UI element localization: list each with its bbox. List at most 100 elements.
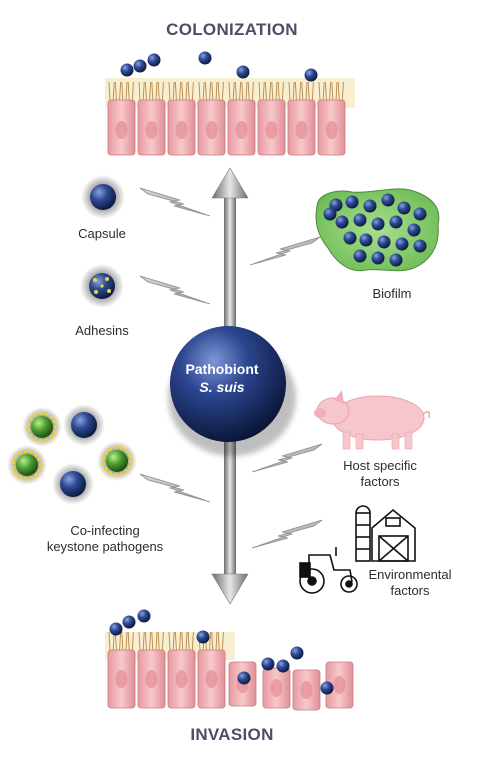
cilium: [239, 81, 242, 101]
cilium: [209, 631, 212, 651]
pathobiont-label: Pathobiont S. suis: [162, 360, 282, 396]
pathogen-spike: [44, 438, 49, 443]
lightning-bolt: [251, 519, 323, 549]
host-line2: factors: [360, 474, 400, 489]
cilium: [142, 631, 145, 651]
pathogen-spike: [103, 450, 108, 455]
tractor-icon: [299, 547, 358, 594]
pathogen-spike: [113, 445, 118, 450]
cilium: [151, 631, 154, 651]
pathobiont-line2: S. suis: [199, 379, 245, 395]
pathogen-spike: [39, 463, 43, 467]
cell-nucleus: [145, 121, 158, 139]
cell-nucleus: [115, 670, 128, 688]
cilium: [121, 631, 124, 651]
environmental-factors-label: Environmental factors: [352, 567, 468, 599]
adhesins-bacterium: [80, 264, 124, 308]
cilium: [275, 81, 278, 101]
cilium: [294, 81, 297, 101]
cilium: [131, 81, 134, 101]
pathogen-spike: [38, 411, 43, 416]
cell-nucleus: [325, 121, 338, 139]
pathogen-spike: [127, 453, 132, 458]
green-pathogen: [16, 454, 38, 476]
cell-nucleus: [333, 676, 346, 694]
pathogen-spike: [124, 448, 129, 453]
pathogen-spike: [29, 476, 34, 481]
coinfecting-line2: keystone pathogens: [46, 539, 164, 554]
biofilm-bacterium: [371, 217, 385, 231]
top-epithelium: [105, 78, 355, 156]
cilium: [311, 81, 314, 101]
pathogen-spike: [127, 464, 132, 469]
cilium: [179, 81, 182, 101]
adhesins-label: Adhesins: [75, 323, 129, 338]
biofilm-bacterium: [359, 233, 373, 247]
cilium: [174, 631, 177, 651]
cilium: [144, 631, 147, 651]
pathogen-spike: [44, 411, 49, 416]
pathogen-spike: [101, 456, 106, 461]
cilium: [264, 81, 267, 101]
host-factors-label: Host specific factors: [325, 458, 435, 490]
cilium: [138, 631, 141, 651]
biofilm-cluster: [315, 188, 440, 272]
cilium: [331, 81, 334, 101]
biofilm-bacterium: [389, 253, 403, 267]
cell-nucleus: [145, 670, 158, 688]
cilium: [221, 81, 224, 101]
biofilm-bacterium: [353, 213, 367, 227]
cilium: [217, 631, 220, 651]
biofilm-bacterium: [381, 193, 395, 207]
pathobiont-sphere: [168, 326, 296, 456]
biofilm-bacterium: [395, 237, 409, 251]
cell-nucleus: [205, 121, 218, 139]
host-line1: Host specific: [343, 458, 417, 473]
pathobiont-line1: Pathobiont: [185, 361, 259, 377]
green-pathogen: [106, 450, 128, 472]
lightning-bolts: [139, 187, 323, 549]
cilium: [155, 81, 158, 101]
cilium: [161, 631, 164, 651]
pathogen-spike: [18, 475, 22, 480]
pathogen-spike: [108, 446, 112, 451]
cilium: [228, 81, 231, 101]
pathogen-spike: [108, 471, 112, 476]
cilium: [149, 631, 152, 651]
cilium: [187, 81, 190, 101]
biofilm-label: Biofilm: [372, 286, 412, 301]
pathogen-spike: [38, 438, 43, 443]
cilium: [125, 81, 128, 101]
cilium: [181, 81, 184, 101]
lightning-bolt: [139, 275, 211, 305]
capsule-label: Capsule: [78, 226, 126, 241]
lightning-bolt: [139, 473, 211, 503]
cilium: [322, 81, 325, 101]
env-line1: Environmental: [368, 567, 452, 582]
cilium: [211, 631, 214, 651]
cilium: [281, 81, 284, 101]
pathogen-spike: [49, 414, 54, 419]
cell-nucleus: [295, 121, 308, 139]
biofilm-bacterium: [323, 207, 337, 221]
pathogen-spike: [34, 473, 39, 478]
cilium: [108, 81, 111, 101]
pathogen-spike: [29, 449, 34, 454]
pathogen-spike: [49, 435, 54, 440]
pathogen-spike: [26, 427, 31, 432]
co-infecting-pathogens: [7, 404, 137, 505]
pathogen-spike: [37, 457, 42, 462]
cilium: [149, 81, 152, 101]
pathogen-spike: [124, 469, 129, 474]
cilium: [318, 81, 321, 101]
green-pathogen: [31, 416, 53, 438]
cilium: [114, 81, 117, 101]
biofilm-bacterium: [389, 215, 403, 229]
pathogen-spike: [28, 433, 33, 438]
cilium: [204, 81, 207, 101]
cilium: [271, 81, 274, 101]
cilium: [269, 81, 272, 101]
cilium: [329, 81, 332, 101]
pathogen-spike: [18, 450, 22, 455]
